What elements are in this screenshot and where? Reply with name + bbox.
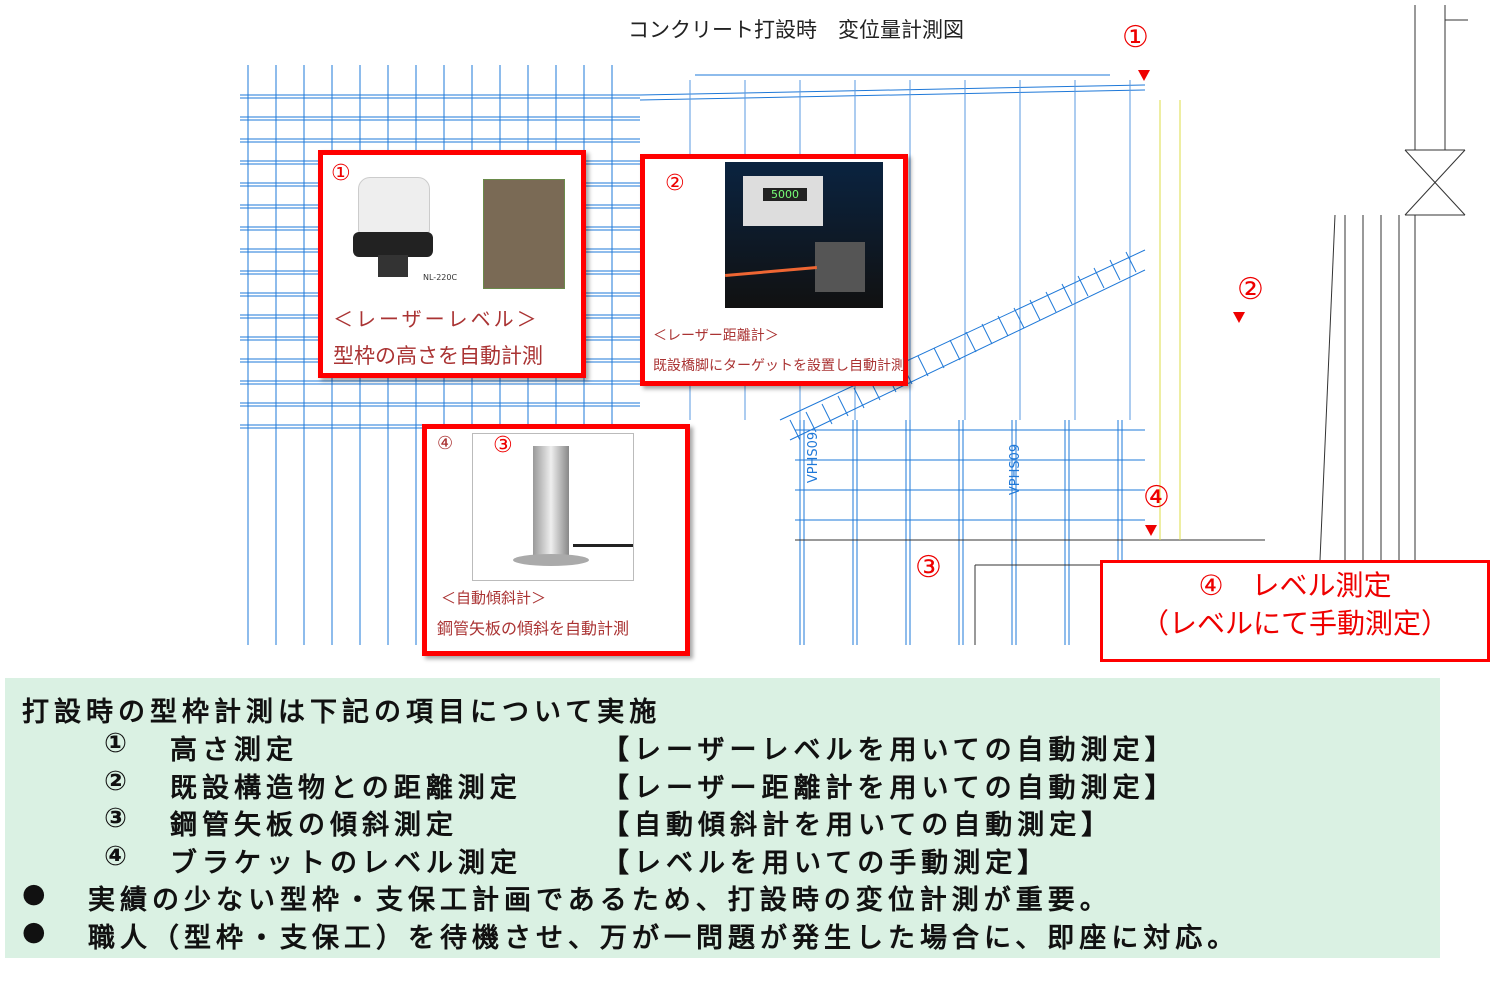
bullet-icon: ● <box>22 916 51 947</box>
drawing-line <box>1404 149 1466 216</box>
marker-1: ① <box>1122 20 1149 55</box>
bullet-icon: ● <box>22 878 51 909</box>
bullet-text: 職人（型枠・支保工）を待機させ、万が一問題が発生した場合に、即座に対応。 <box>88 923 1240 954</box>
drawing-label: VPHS09 <box>1008 443 1024 496</box>
model-label: NL-220C <box>423 273 458 282</box>
drawing-line <box>997 315 1009 337</box>
drawing-line <box>1125 251 1137 273</box>
drawing-line <box>1109 259 1121 281</box>
marker-4-arrow-icon <box>1145 525 1157 536</box>
callout-number: ① <box>331 161 351 186</box>
callout-description: 型枠の高さを自動計測 <box>333 344 543 368</box>
item-number: ③ <box>104 803 132 834</box>
drawing-line <box>805 411 817 433</box>
marker-2: ② <box>1237 272 1264 307</box>
callout-line: ④ レベル測定 <box>1198 569 1392 602</box>
marker-4: ④ <box>1143 480 1170 515</box>
inclinometer-photo <box>472 433 634 581</box>
meter-display: 5000 <box>763 188 807 201</box>
drawing-line <box>1013 307 1025 329</box>
callout-description: 既設橋脚にターゲットを設置し自動計測 <box>653 358 905 374</box>
callout-laser-distance: ② 5000 ＜レーザー距離計＞ 既設橋脚にターゲットを設置し自動計測 <box>640 154 908 386</box>
marker-2-arrow-icon <box>1233 312 1245 323</box>
laser-distance-photo: 5000 <box>725 162 883 308</box>
item-name: 高さ測定 <box>170 735 298 766</box>
drawing-line <box>639 89 1146 101</box>
bullet-text: 実績の少ない型枠・支保工計画であるため、打設時の変位計測が重要。 <box>88 885 1112 916</box>
item-name: 既設構造物との距離測定 <box>170 772 522 804</box>
item-method: 【レベルを用いての手動測定】 <box>602 847 1050 879</box>
laser-level-photo <box>353 177 433 282</box>
drawing-line <box>1319 214 1336 561</box>
drawing-line <box>639 84 1146 96</box>
item-name: 鋼管矢板の傾斜測定 <box>170 810 458 841</box>
drawing-line <box>1061 283 1073 305</box>
marker-1-arrow-icon <box>1138 70 1150 81</box>
item-number: ① <box>104 728 132 759</box>
summary-panel <box>5 678 1440 958</box>
drawing-line <box>779 249 1146 421</box>
item-method: 【レーザー距離計を用いての自動測定】 <box>602 772 1177 804</box>
item-number: ④ <box>104 840 132 872</box>
item-name: ブラケットのレベル測定 <box>170 847 522 879</box>
laser-receiver-photo <box>483 179 565 289</box>
drawing-line <box>917 355 929 377</box>
drawing-label: VPHS09 <box>806 431 822 484</box>
marker-3: ③ <box>915 550 942 585</box>
drawing-line <box>1093 267 1105 289</box>
drawing-line <box>1077 275 1089 297</box>
drawing-line <box>853 387 865 409</box>
callout-description: 鋼管矢板の傾斜を自動計測 <box>437 619 630 638</box>
drawing-line <box>965 331 977 353</box>
drawing-line <box>981 323 993 345</box>
page-title: コンクリート打設時 変位量計測図 <box>628 18 964 42</box>
callout-laser-level: ① NL-220C ＜レーザーレベル＞ 型枠の高さを自動計測 <box>318 150 586 378</box>
callout-number: ④ <box>437 433 454 454</box>
callout-line: （レベルにて手動測定） <box>1140 607 1449 640</box>
callout-number: ② <box>665 171 685 196</box>
drawing-line <box>789 269 1146 441</box>
drawing-line <box>933 347 945 369</box>
drawing-line <box>949 339 961 361</box>
callout-number: ③ <box>493 433 513 458</box>
callout-heading: ＜レーザーレベル＞ <box>333 307 540 331</box>
callout-inclinometer: ④ ③ ＜自動傾斜計＞ 鋼管矢板の傾斜を自動計測 <box>422 424 690 656</box>
panel-intro: 打設時の型枠計測は下記の項目について実施 <box>22 697 662 728</box>
callout-level-measurement: ④ レベル測定 （レベルにて手動測定） <box>1100 560 1490 662</box>
item-number: ② <box>104 765 132 797</box>
item-method: 【自動傾斜計を用いての自動測定】 <box>602 810 1114 841</box>
callout-heading: ＜自動傾斜計＞ <box>441 589 547 607</box>
callout-heading: ＜レーザー距離計＞ <box>653 328 779 344</box>
item-method: 【レーザーレベルを用いての自動測定】 <box>602 735 1177 766</box>
